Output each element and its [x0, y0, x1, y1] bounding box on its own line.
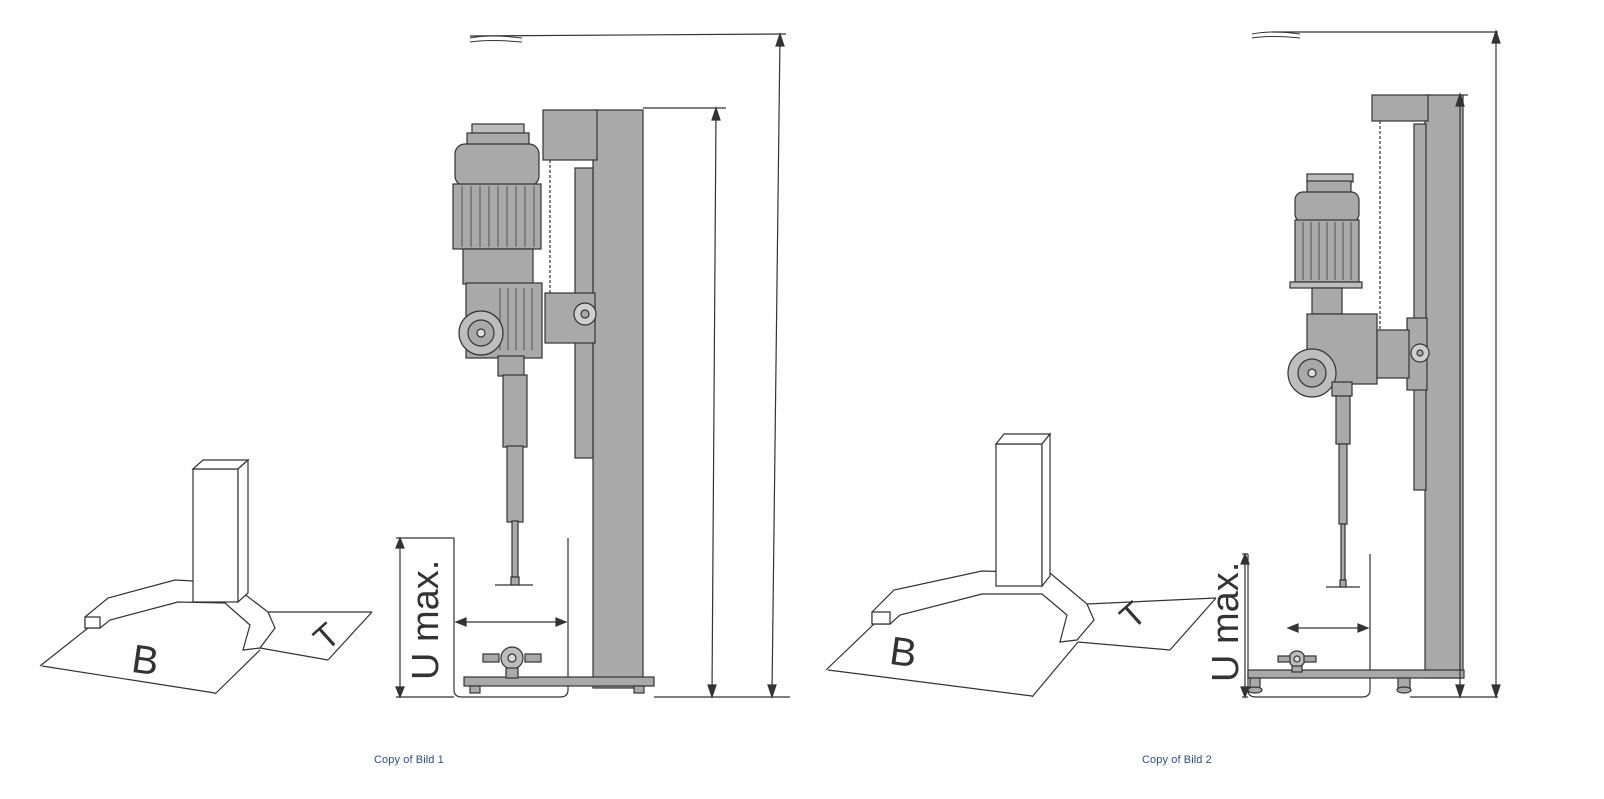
height-dimensions	[469, 32, 790, 699]
base-plate	[463, 646, 655, 694]
motor-unit	[1287, 173, 1410, 588]
label-clearance-umax: U max.	[405, 560, 447, 680]
label-depth-t: T	[306, 616, 347, 658]
figure-2: B T U max. Copy of Bild 2	[802, 0, 1604, 799]
label-clearance-umax: U max.	[1205, 562, 1247, 682]
column	[542, 109, 644, 689]
tank-outline	[395, 536, 569, 699]
base-footprint-sketch	[39, 458, 373, 695]
figure-2-drawing: B T U max.	[825, 29, 1501, 699]
height-dimensions	[1251, 29, 1501, 699]
tank-outline	[1240, 552, 1371, 699]
figure-1: B T U max. Copy of Bild 1	[39, 32, 790, 766]
base-footprint-sketch	[825, 432, 1217, 698]
label-width-b: B	[129, 637, 162, 684]
base-plate	[1247, 650, 1465, 694]
label-width-b: B	[887, 629, 920, 676]
column	[1371, 94, 1464, 679]
figure-2-caption: Copy of Bild 2	[1142, 754, 1212, 766]
motor-unit	[452, 123, 543, 586]
figure-1-caption: Copy of Bild 1	[374, 754, 444, 766]
figure-1-drawing: B T U max.	[39, 32, 790, 699]
